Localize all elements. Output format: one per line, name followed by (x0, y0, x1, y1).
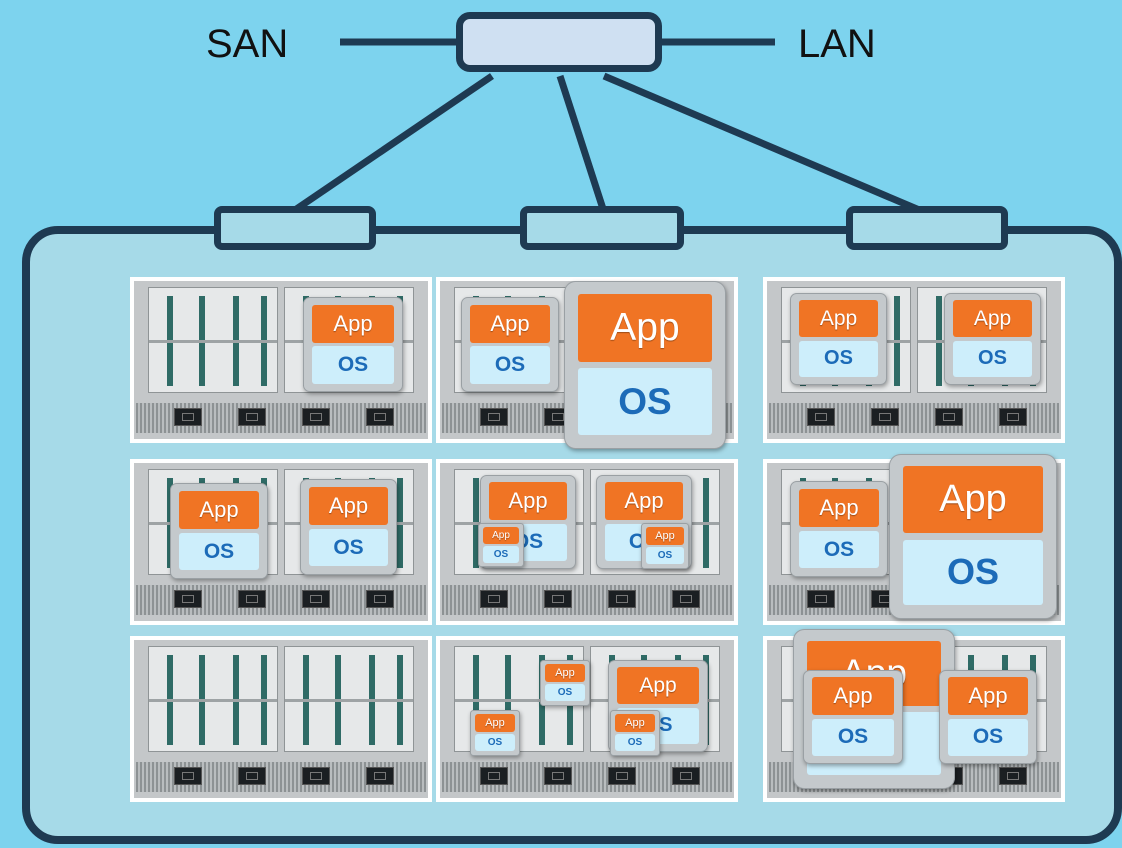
app-label: App (811, 677, 895, 716)
app-label: App (178, 490, 260, 530)
power-supply (366, 767, 394, 785)
power-supply (238, 408, 266, 426)
app-label: App (474, 714, 516, 733)
os-label: OS (544, 683, 586, 702)
power-supply (366, 590, 394, 608)
power-supply (807, 408, 835, 426)
port-center (520, 206, 684, 250)
san-label: SAN (206, 22, 289, 66)
app-label: App (482, 526, 520, 545)
app-label: App (311, 304, 395, 343)
lan-label: LAN (798, 22, 876, 66)
power-supply (999, 767, 1027, 785)
os-label: OS (645, 546, 685, 565)
power-supply (302, 590, 330, 608)
power-supply (807, 590, 835, 608)
uplink-center (556, 74, 608, 214)
os-label: OS (482, 545, 520, 563)
os-label: OS (811, 718, 895, 756)
app-label: App (577, 293, 713, 362)
os-label: OS (903, 539, 1043, 605)
blade-bay (148, 287, 278, 393)
os-label: OS (798, 530, 880, 569)
power-supply (174, 408, 202, 426)
os-label: OS (308, 528, 389, 567)
blade-bay (284, 646, 414, 752)
port-right (846, 206, 1008, 250)
app-label: App (614, 714, 656, 733)
os-label: OS (469, 346, 551, 384)
app-label: App (947, 677, 1029, 716)
power-supply (366, 408, 394, 426)
os-label: OS (178, 532, 260, 571)
power-supply (544, 590, 572, 608)
os-label: OS (311, 346, 395, 384)
power-supply (480, 408, 508, 426)
app-label: App (903, 466, 1043, 534)
power-supply (672, 590, 700, 608)
power-supply (302, 767, 330, 785)
port-left (214, 206, 376, 250)
app-label: App (469, 304, 551, 343)
app-label: App (616, 667, 700, 705)
power-supply (544, 767, 572, 785)
blade-bay (148, 646, 278, 752)
power-supply (238, 767, 266, 785)
os-label: OS (614, 733, 656, 752)
os-label: OS (474, 733, 516, 752)
app-label: App (798, 488, 880, 528)
power-supply (935, 408, 963, 426)
uplink-left (290, 73, 494, 215)
power-supply (480, 767, 508, 785)
fabric-switch (456, 12, 662, 72)
power-supply (608, 767, 636, 785)
app-label: App (952, 300, 1033, 338)
os-label: OS (577, 368, 713, 435)
power-supply (174, 590, 202, 608)
power-supply (999, 408, 1027, 426)
power-supply (480, 590, 508, 608)
app-label: App (645, 527, 685, 546)
server-r3c1 (130, 636, 432, 802)
os-label: OS (952, 340, 1033, 377)
app-label: App (604, 482, 684, 521)
os-label: OS (947, 718, 1029, 756)
power-supply (238, 590, 266, 608)
app-label: App (308, 486, 389, 526)
power-supply (608, 590, 636, 608)
app-label: App (798, 300, 879, 338)
uplink-right (602, 72, 926, 216)
power-supply (174, 767, 202, 785)
app-label: App (488, 482, 568, 521)
app-label: App (544, 664, 586, 683)
power-supply (871, 408, 899, 426)
power-supply (302, 408, 330, 426)
os-label: OS (798, 340, 879, 377)
power-supply (672, 767, 700, 785)
